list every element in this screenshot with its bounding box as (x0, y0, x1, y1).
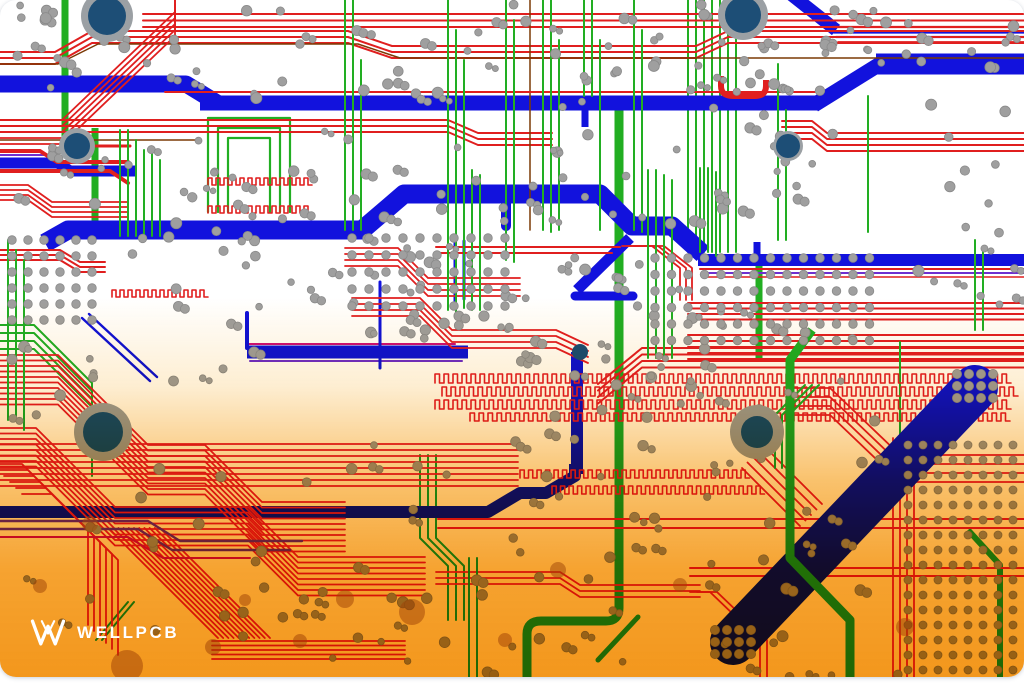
wellpcb-w-icon (30, 619, 66, 646)
wellpcb-logo-text: WELLPCB (77, 622, 180, 642)
wellpcb-logo: WELLPCB (28, 617, 179, 648)
